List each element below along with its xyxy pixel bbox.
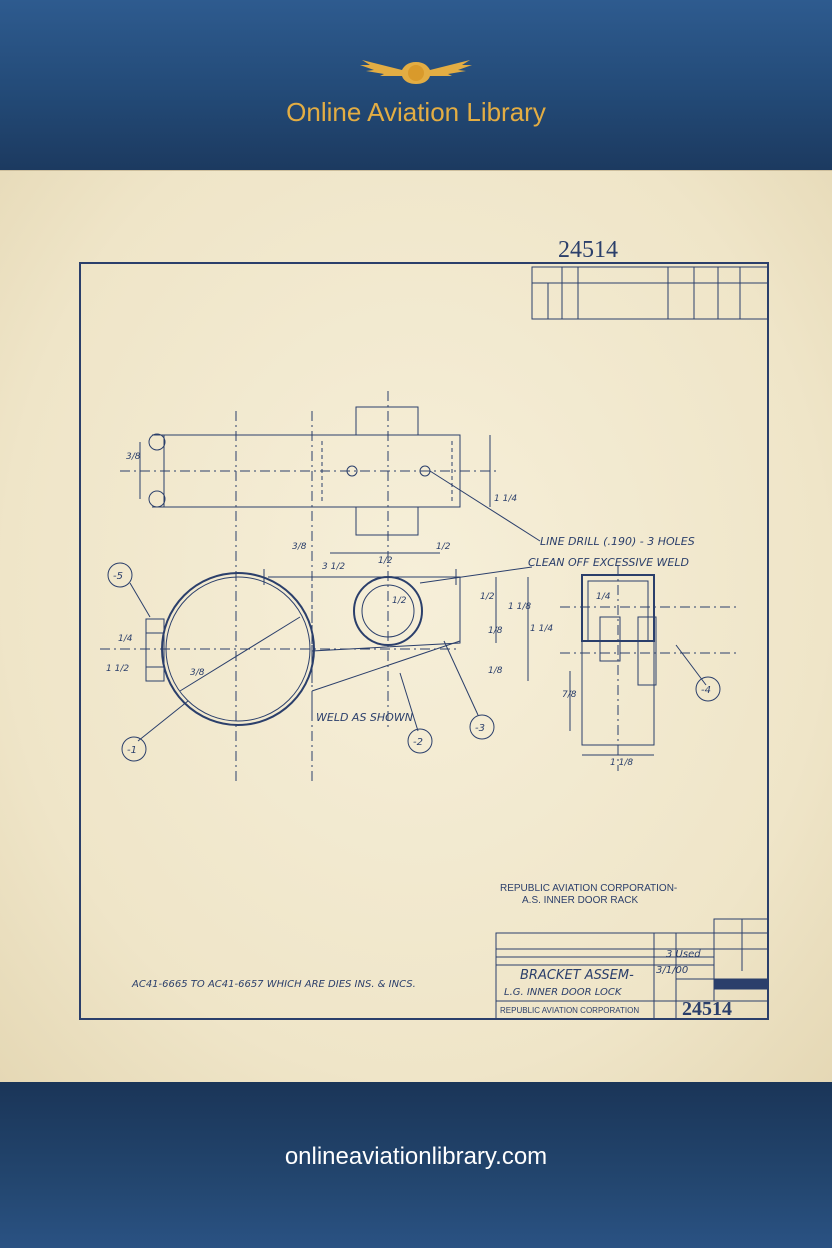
dimension-label: 1/2 xyxy=(392,596,407,606)
footer-banner: onlineaviationlibrary.com xyxy=(0,1082,832,1248)
winged-emblem-icon xyxy=(360,60,472,84)
dimension-label: 3/8 xyxy=(126,452,141,462)
callout-label: -4 xyxy=(701,685,711,696)
leader-lines xyxy=(129,470,707,742)
dimension-label: 1/2 xyxy=(436,542,451,552)
dimension-label: 3 1/2 xyxy=(322,562,345,572)
title-block xyxy=(495,918,769,1020)
dimension-label: 3/8 xyxy=(190,668,205,678)
effectivity-note: AC41-6665 TO AC41-6657 WHICH ARE DIES IN… xyxy=(131,979,416,990)
callout-label: -5 xyxy=(113,571,123,582)
note-weld-as-shown: WELD AS SHOWN xyxy=(316,711,413,724)
dimension-label: 1 1/4 xyxy=(530,624,553,634)
dimension-label: 1 1/4 xyxy=(494,494,517,504)
note-clean-off-weld: CLEAN OFF EXCESSIVE WELD xyxy=(528,556,689,569)
dimension-label: 1 1/8 xyxy=(610,758,633,768)
dimension-label: 1/8 xyxy=(488,626,503,636)
header-banner: Online Aviation Library xyxy=(0,0,832,170)
dimension-label: 1 1/2 xyxy=(106,664,129,674)
title-block-material: 3 Used xyxy=(666,949,701,960)
title-block-drawing-number: 24514 xyxy=(682,998,732,1020)
title-block-title-line-1: BRACKET ASSEM- xyxy=(520,968,634,983)
drawing-number-top: 24514 xyxy=(558,237,618,263)
dimension-label: 1/2 xyxy=(378,556,393,566)
callout-label: -2 xyxy=(413,737,423,748)
dimension-label: 1/4 xyxy=(118,634,133,644)
note-line-drill: LINE DRILL (.190) - 3 HOLES xyxy=(540,535,695,548)
revision-block xyxy=(531,266,769,320)
title-block-title-line-2: L.G. INNER DOOR LOCK xyxy=(504,987,623,998)
dimension-label: 1/8 xyxy=(488,666,503,676)
dimension-label: 1/4 xyxy=(596,592,611,602)
site-title: Online Aviation Library xyxy=(286,97,546,127)
callout-bubbles xyxy=(107,562,721,762)
company-line-1: REPUBLIC AVIATION CORPORATION- xyxy=(500,883,677,894)
drawing-border xyxy=(79,262,769,1020)
company-line-2: A.S. INNER DOOR RACK xyxy=(522,895,638,906)
dimension-label: 1 1/8 xyxy=(508,602,531,612)
dimension-label: 3/8 xyxy=(292,542,307,552)
dimension-label: 1/2 xyxy=(480,592,495,602)
callout-label: -3 xyxy=(475,723,485,734)
engineering-drawing: 24514 LINE DRILL (.190) - 3 HOLES CLEAN … xyxy=(79,237,769,1020)
title-block-company: REPUBLIC AVIATION CORPORATION xyxy=(500,1006,639,1015)
dimension-label: 7/8 xyxy=(562,690,577,700)
footer-url[interactable]: onlineaviationlibrary.com xyxy=(284,1143,548,1170)
side-view xyxy=(560,565,740,771)
top-view xyxy=(120,391,500,781)
callout-label: -1 xyxy=(127,745,137,756)
front-view xyxy=(100,552,529,726)
title-block-scale: 3/1/00 xyxy=(656,965,688,976)
blueprint-sheet: 24514 LINE DRILL (.190) - 3 HOLES CLEAN … xyxy=(0,170,832,1083)
